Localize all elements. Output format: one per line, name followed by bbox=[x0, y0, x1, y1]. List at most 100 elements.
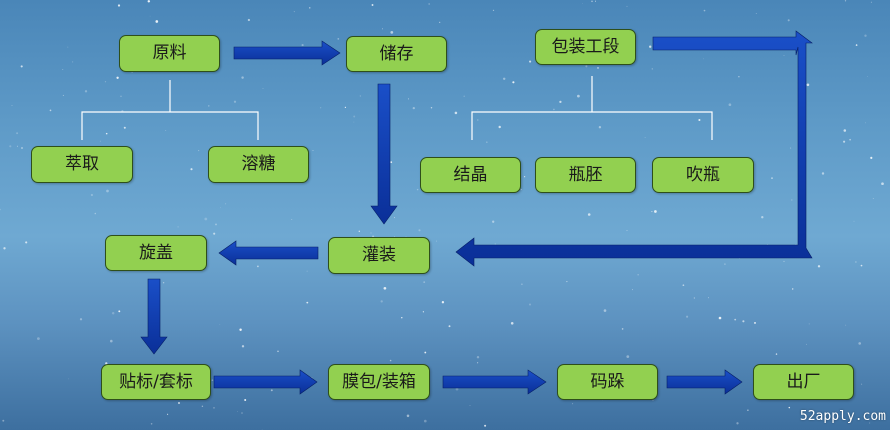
star-dot bbox=[418, 229, 421, 232]
star-dot bbox=[21, 147, 23, 149]
star-dot bbox=[72, 61, 74, 63]
star-dot bbox=[382, 28, 384, 30]
star-dot bbox=[718, 316, 722, 320]
star-dot bbox=[783, 260, 785, 262]
star-dot bbox=[788, 406, 791, 409]
star-dot bbox=[233, 100, 237, 103]
star-dot bbox=[90, 193, 94, 197]
star-dot bbox=[808, 323, 810, 325]
star-dot bbox=[147, 0, 151, 3]
star-dot bbox=[20, 65, 23, 68]
star-dot bbox=[791, 199, 793, 201]
arrow-xuangai-to-tiebiao bbox=[140, 278, 168, 355]
star-dot bbox=[105, 362, 108, 365]
star-dot bbox=[306, 270, 308, 272]
star-dot bbox=[654, 210, 657, 213]
star-dot bbox=[94, 212, 97, 215]
star-dot bbox=[149, 15, 151, 17]
star-dot bbox=[293, 11, 295, 13]
star-dot bbox=[219, 323, 221, 325]
star-dot bbox=[864, 122, 866, 124]
star-dot bbox=[703, 9, 706, 12]
star-dot bbox=[494, 243, 496, 245]
star-dot bbox=[320, 107, 322, 109]
star-dot bbox=[738, 76, 740, 78]
star-dot bbox=[110, 339, 113, 343]
star-dot bbox=[270, 389, 273, 392]
star-dot bbox=[844, 0, 847, 2]
star-dot bbox=[401, 317, 403, 319]
star-dot bbox=[211, 379, 214, 382]
star-dot bbox=[406, 414, 410, 418]
star-dot bbox=[771, 177, 773, 179]
star-dot bbox=[817, 265, 821, 268]
node-tiebiao: 贴标/套标 bbox=[101, 364, 211, 400]
star-dot bbox=[582, 2, 583, 4]
star-dot bbox=[553, 108, 555, 111]
star-dot bbox=[412, 106, 415, 110]
bracket-baozhuang bbox=[471, 76, 713, 140]
star-dot bbox=[337, 38, 340, 40]
star-dot bbox=[869, 422, 871, 424]
star-dot bbox=[155, 20, 159, 23]
star-dot bbox=[585, 65, 588, 68]
star-dot bbox=[68, 378, 70, 380]
star-dot bbox=[407, 98, 410, 100]
star-dot bbox=[178, 402, 180, 404]
star-dot bbox=[177, 226, 179, 228]
star-dot bbox=[239, 328, 242, 331]
star-dot bbox=[306, 301, 309, 304]
star-dot bbox=[510, 322, 514, 325]
star-dot bbox=[502, 77, 506, 81]
star-dot bbox=[477, 119, 479, 121]
star-dot bbox=[16, 132, 19, 135]
star-dot bbox=[257, 265, 259, 268]
star-dot bbox=[855, 261, 857, 263]
star-dot bbox=[436, 240, 437, 242]
star-dot bbox=[843, 140, 846, 143]
star-dot bbox=[849, 138, 851, 141]
star-dot bbox=[845, 324, 847, 326]
star-dot bbox=[150, 423, 153, 425]
star-dot bbox=[116, 76, 119, 79]
star-dot bbox=[380, 300, 383, 303]
star-dot bbox=[860, 264, 863, 267]
star-dot bbox=[389, 359, 392, 362]
star-dot bbox=[682, 284, 685, 287]
star-dot bbox=[469, 405, 471, 406]
node-mobao: 膜包/装箱 bbox=[328, 364, 430, 400]
star-dot bbox=[637, 274, 639, 276]
star-dot bbox=[394, 235, 395, 237]
arrow-guanzhuang-to-xuangai bbox=[218, 240, 319, 266]
star-dot bbox=[484, 424, 487, 427]
star-dot bbox=[454, 111, 458, 115]
star-dot bbox=[463, 95, 465, 97]
star-dot bbox=[736, 422, 739, 425]
star-dot bbox=[521, 283, 523, 286]
star-dot bbox=[163, 282, 165, 284]
arrow-baozhuang-to-guanzhuang bbox=[455, 30, 813, 267]
star-dot bbox=[626, 355, 630, 358]
star-dot bbox=[208, 105, 210, 107]
star-dot bbox=[204, 217, 208, 221]
star-dot bbox=[9, 145, 12, 148]
star-dot bbox=[2, 419, 5, 422]
star-dot bbox=[448, 325, 451, 328]
arrow-yuanliao-to-chucun bbox=[233, 40, 341, 66]
star-dot bbox=[105, 132, 108, 135]
star-dot bbox=[626, 5, 628, 7]
star-dot bbox=[301, 44, 304, 47]
star-dot bbox=[25, 241, 28, 244]
star-dot bbox=[598, 126, 602, 129]
star-dot bbox=[67, 46, 69, 48]
star-dot bbox=[632, 289, 633, 291]
node-guanzhuang: 灌装 bbox=[328, 237, 430, 274]
star-dot bbox=[237, 410, 238, 412]
star-dot bbox=[529, 60, 532, 63]
star-dot bbox=[241, 76, 244, 79]
star-dot bbox=[559, 100, 562, 104]
star-dot bbox=[724, 263, 726, 265]
star-dot bbox=[0, 208, 1, 211]
star-dot bbox=[422, 311, 424, 313]
star-dot bbox=[597, 66, 599, 69]
